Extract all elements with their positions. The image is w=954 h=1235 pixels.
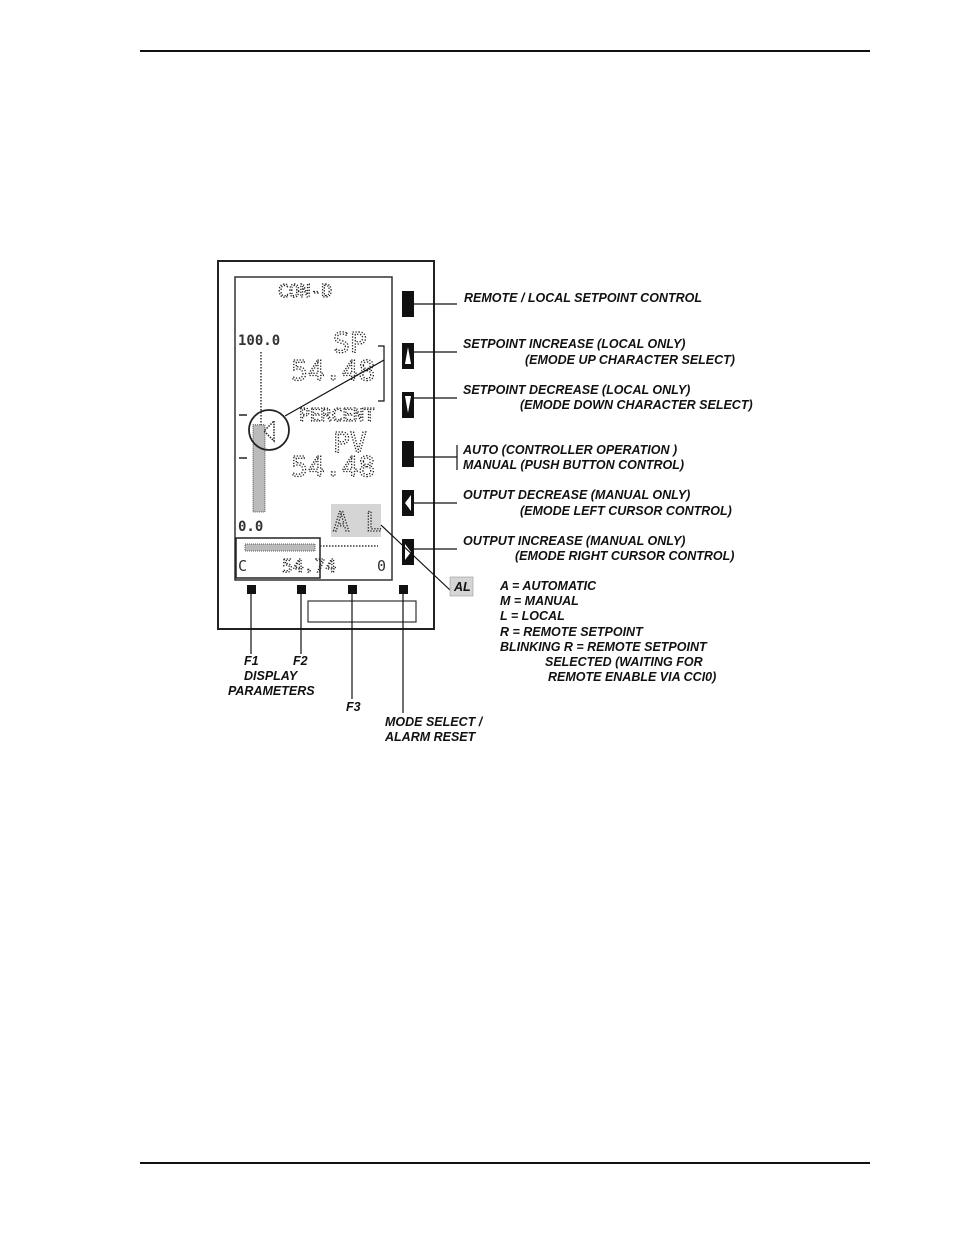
lcd-mode-text: A L [333, 507, 382, 538]
lcd-pv-value: 54.48 [291, 450, 375, 483]
label-sp-decrease-1: SETPOINT DECREASE (LOCAL ONLY) [463, 383, 690, 397]
f3-button[interactable] [348, 585, 357, 594]
label-f2: F2 [293, 654, 308, 668]
label-f3: F3 [346, 700, 361, 714]
label-remote-local: REMOTE / LOCAL SETPOINT CONTROL [464, 291, 702, 305]
up-arrow-icon [405, 347, 411, 364]
lcd-scale-bottom: 0.0 [238, 519, 263, 535]
al-box [449, 576, 474, 597]
down-arrow-icon [405, 396, 411, 413]
legend-line: A = AUTOMATIC [499, 579, 597, 593]
mode-select-button[interactable] [399, 585, 408, 594]
f2-button[interactable] [297, 585, 306, 594]
lcd-units-label: PERCENT [299, 405, 375, 426]
f1-button[interactable] [247, 585, 256, 594]
label-f1-desc-2: PARAMETERS [228, 684, 315, 698]
auto-manual-button[interactable] [402, 441, 414, 467]
legend-line: R = REMOTE SETPOINT [500, 625, 644, 639]
label-f1-desc-1: DISPLAY [244, 669, 299, 683]
label-out-decrease-2: (EMODE LEFT CURSOR CONTROL) [520, 504, 732, 518]
output-bar-graph [244, 543, 316, 552]
setpoint-pointer-highlight [248, 409, 290, 451]
legend-line: L = LOCAL [500, 609, 565, 623]
lcd-sp-value: 54.48 [291, 354, 375, 387]
lcd-sp-label: SP [333, 326, 367, 359]
legend-line: M = MANUAL [500, 594, 579, 608]
bottom-label-strip [307, 600, 417, 623]
legend-line: SELECTED (WAITING FOR [545, 655, 703, 669]
left-arrow-icon [405, 495, 411, 511]
lcd-output-right-char: 0 [377, 557, 386, 575]
al-box-label: AL [453, 580, 471, 594]
legend-line: REMOTE ENABLE VIA CCI0) [548, 670, 716, 684]
lcd-screen [234, 276, 393, 581]
remote-local-button[interactable] [402, 291, 414, 317]
label-auto-manual-2: MANUAL (PUSH BUTTON CONTROL) [463, 458, 684, 472]
lcd-title: CON-D [278, 281, 332, 302]
label-out-decrease-1: OUTPUT DECREASE (MANUAL ONLY) [463, 488, 690, 502]
label-sp-increase-1: SETPOINT INCREASE (LOCAL ONLY) [463, 337, 685, 351]
lcd-output-left-char: C [238, 557, 247, 575]
al-leader [380, 524, 451, 591]
pv-bar-graph [252, 424, 266, 513]
output-readout-box [235, 537, 321, 579]
label-f1: F1 [244, 654, 259, 668]
setpoint-pointer-icon [262, 419, 275, 443]
mode-display-bg [331, 504, 381, 537]
lcd-pv-label: PV [333, 426, 367, 459]
label-out-increase-2: (EMODE RIGHT CURSOR CONTROL) [515, 549, 734, 563]
controller-bezel [217, 260, 435, 630]
label-auto-manual-1: AUTO (CONTROLLER OPERATION ) [462, 443, 677, 457]
label-sp-increase-2: (EMODE UP CHARACTER SELECT) [525, 353, 735, 367]
setpoint-pointer-leader [284, 359, 385, 417]
right-arrow-icon [405, 544, 411, 560]
label-out-increase-1: OUTPUT INCREASE (MANUAL ONLY) [463, 534, 685, 548]
label-mode-select-1: MODE SELECT / [385, 715, 484, 729]
header-rule [140, 50, 870, 52]
lcd-output-value: 54.74 [282, 556, 336, 577]
setpoint-bracket [378, 345, 385, 402]
lcd-scale-top: 100.0 [238, 333, 280, 349]
footer-rule [140, 1162, 870, 1164]
label-mode-select-2: ALARM RESET [384, 730, 477, 744]
label-sp-decrease-2: (EMODE DOWN CHARACTER SELECT) [520, 398, 753, 412]
legend-line: BLINKING R = REMOTE SETPOINT [500, 640, 708, 654]
